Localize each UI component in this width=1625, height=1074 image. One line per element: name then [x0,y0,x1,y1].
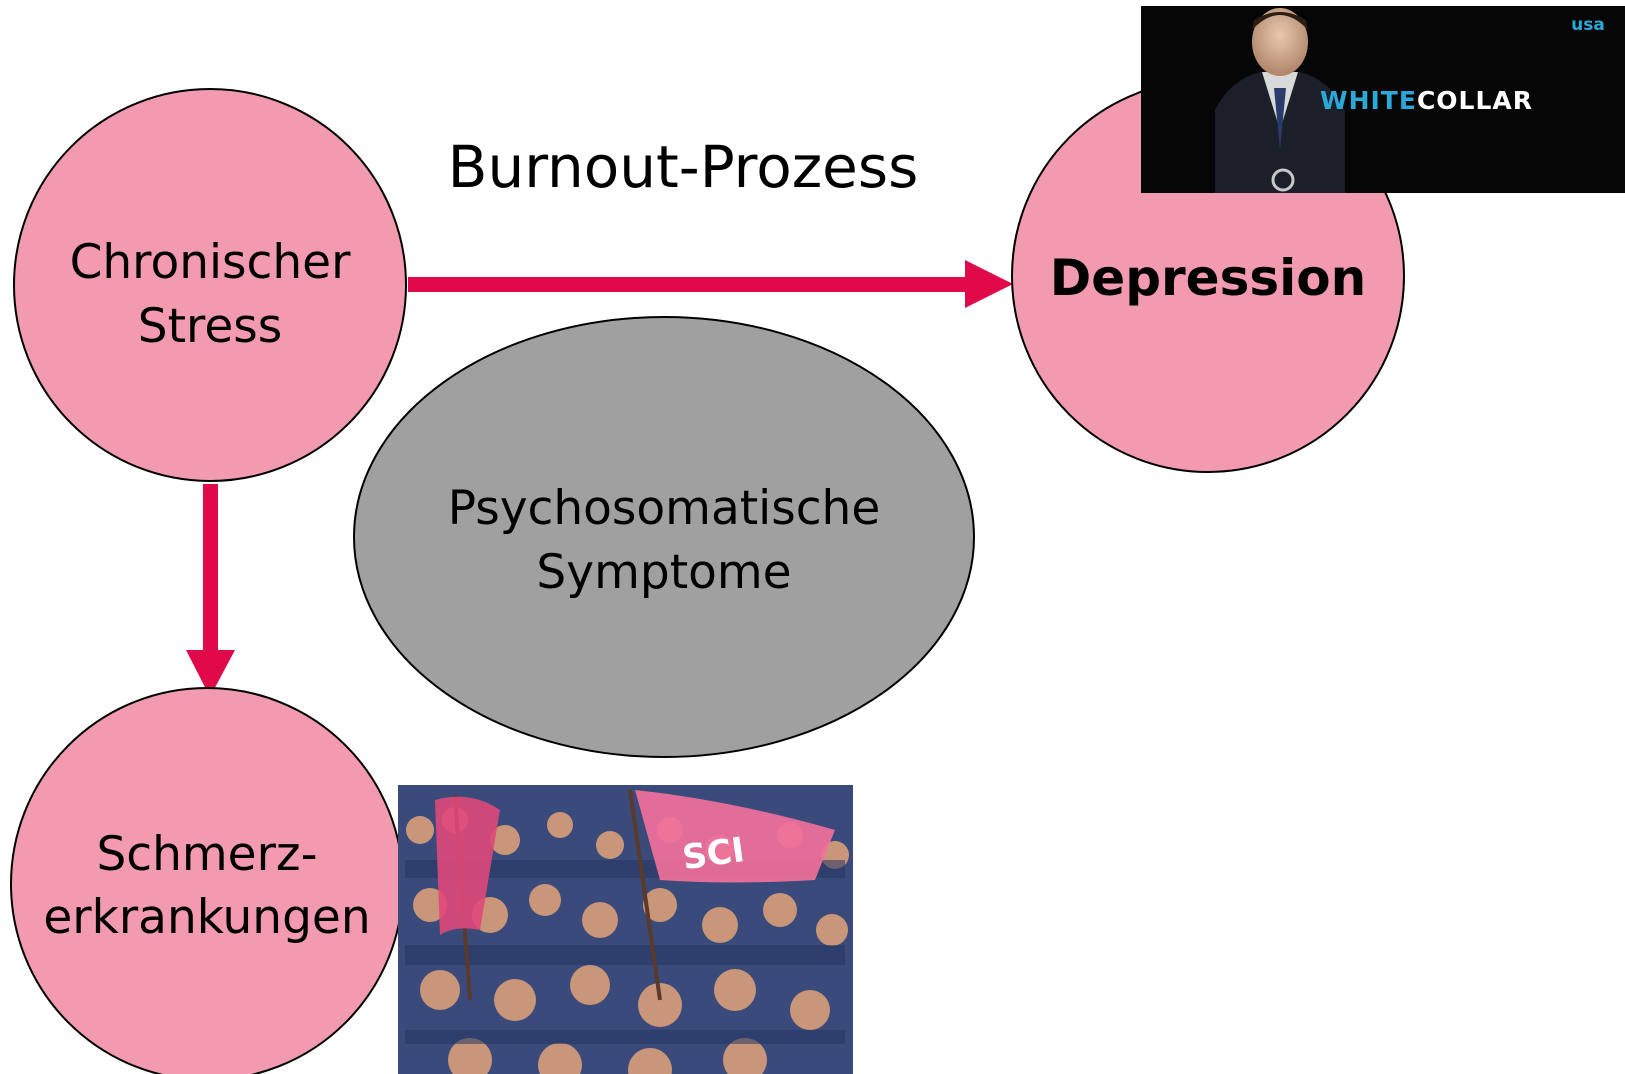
arrow-shaft [203,484,218,654]
pink-flags: SCI [435,789,835,1001]
arrow-shaft [408,277,968,292]
node-chronischer-stress: Chronischer Stress [13,88,407,482]
man-figure [1215,8,1345,193]
flag-text: SCI [680,830,747,878]
logo-word-collar: COLLAR [1417,86,1533,115]
node-label-line1: Psychosomatische [448,481,881,536]
node-circle [13,88,407,482]
svg-text:WHITECOLLAR: WHITECOLLAR [1320,86,1533,115]
node-label: Depression [1050,249,1366,307]
arrow-head [186,650,235,697]
node-label-line1: Chronischer [70,235,352,290]
white-collar-logo-image: WHITECOLLAR usa [1141,6,1625,193]
node-label-line2: Symptome [536,545,791,600]
node-label-line1: Schmerz- [96,827,317,882]
node-schmerzerkrankungen: Schmerz- erkrankungen [10,687,404,1074]
node-label-line2: erkrankungen [43,890,370,945]
arrow-stress-to-pain [186,484,235,697]
node-psychosomatische-symptome: Psychosomatische Symptome [353,316,975,758]
protest-crowd-photo: SCI [398,785,853,1074]
node-ellipse [353,316,975,758]
network-badge: usa [1571,15,1605,35]
arrow-stress-to-depression [408,260,1013,308]
node-label-line2: Stress [138,299,282,354]
diagram-title: Burnout-Prozess [448,133,919,201]
arrow-head [965,260,1013,308]
logo-word-white: WHITE [1320,86,1417,115]
